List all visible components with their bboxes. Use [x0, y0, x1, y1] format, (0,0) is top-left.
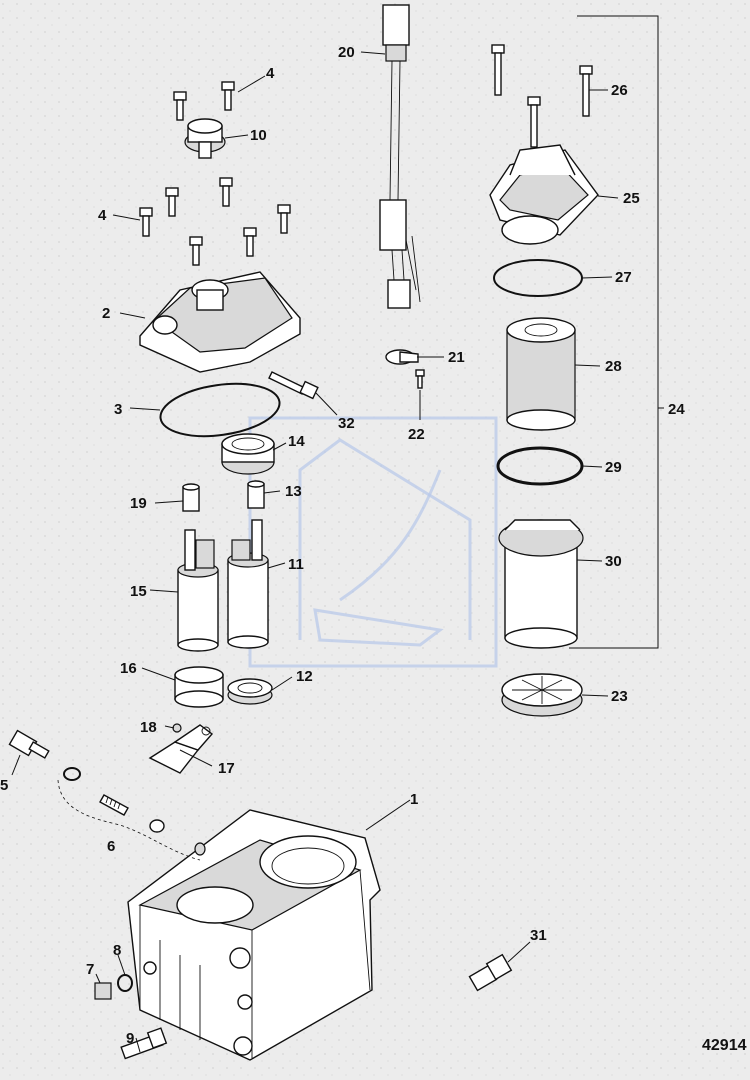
callout-3: 3	[114, 401, 122, 418]
part-32-bolt	[268, 371, 319, 400]
part-21-clip	[385, 349, 419, 365]
callout-16: 16	[120, 660, 137, 677]
callout-14: 14	[288, 433, 305, 450]
callout-28: 28	[605, 358, 622, 375]
callout-31: 31	[530, 927, 547, 944]
callout-labels: 1 2 3 4 4 5 6 7 8 9 10 11 12 13 14 15 16…	[0, 44, 685, 1047]
part-4-bolts	[139, 81, 291, 266]
callout-15: 15	[130, 583, 147, 600]
part-9-fitting	[120, 1027, 168, 1060]
part-16-ring	[174, 666, 224, 708]
part-10-regulator	[184, 118, 226, 159]
part-26-bolts	[491, 44, 593, 148]
callout-6: 6	[107, 838, 115, 855]
part-30-filter-bowl	[498, 519, 584, 649]
part-11-fuel-pump	[227, 519, 269, 649]
callout-18: 18	[140, 719, 157, 736]
part-5-fitting	[8, 729, 50, 759]
callout-20: 20	[338, 44, 355, 61]
callout-21: 21	[448, 349, 465, 366]
part-31-fitting	[468, 953, 513, 992]
part-15-fuel-pump	[177, 529, 219, 652]
callout-24: 24	[668, 401, 685, 418]
part-14-sleeve	[221, 433, 275, 475]
callout-25: 25	[623, 190, 640, 207]
callout-19: 19	[130, 495, 147, 512]
part-7-plug	[94, 982, 112, 1000]
callout-32: 32	[338, 415, 355, 432]
callout-26: 26	[611, 82, 628, 99]
part-18-screw	[172, 723, 182, 733]
callout-29: 29	[605, 459, 622, 476]
callout-4: 4	[98, 207, 107, 224]
part-3-gasket	[159, 382, 281, 438]
callout-10: 10	[250, 127, 267, 144]
callout-11: 11	[288, 556, 304, 573]
callout-30: 30	[605, 553, 622, 570]
part-2-cover	[139, 271, 301, 373]
leader-lines	[11, 51, 619, 1053]
callout-13: 13	[285, 483, 302, 500]
part-13-grommet	[247, 480, 265, 509]
part-22-screw	[415, 369, 425, 389]
part-6-valve-kit	[57, 767, 206, 861]
callout-22: 22	[408, 426, 425, 443]
part-28-filter-element	[506, 317, 576, 431]
callout-9: 9	[126, 1030, 134, 1047]
part-23-cap	[501, 673, 583, 717]
callout-12: 12	[296, 668, 313, 685]
callout-4: 4	[266, 65, 275, 82]
part-1-module-base	[127, 809, 381, 1061]
callout-27: 27	[615, 269, 632, 286]
callout-7: 7	[86, 961, 94, 978]
part-25-filter-head	[489, 144, 599, 245]
group-bracket-24	[569, 15, 664, 649]
part-12-seal	[227, 678, 273, 705]
callout-8: 8	[113, 942, 121, 959]
diagram-reference-code: 42914	[702, 1037, 747, 1054]
part-17-bracket	[148, 724, 214, 774]
callout-5: 5	[0, 777, 8, 794]
callout-2: 2	[102, 305, 110, 322]
callout-1: 1	[410, 791, 418, 808]
callout-23: 23	[611, 688, 628, 705]
part-20-wire-harness	[379, 4, 421, 309]
part-19-grommet	[182, 483, 200, 512]
callout-17: 17	[218, 760, 235, 777]
